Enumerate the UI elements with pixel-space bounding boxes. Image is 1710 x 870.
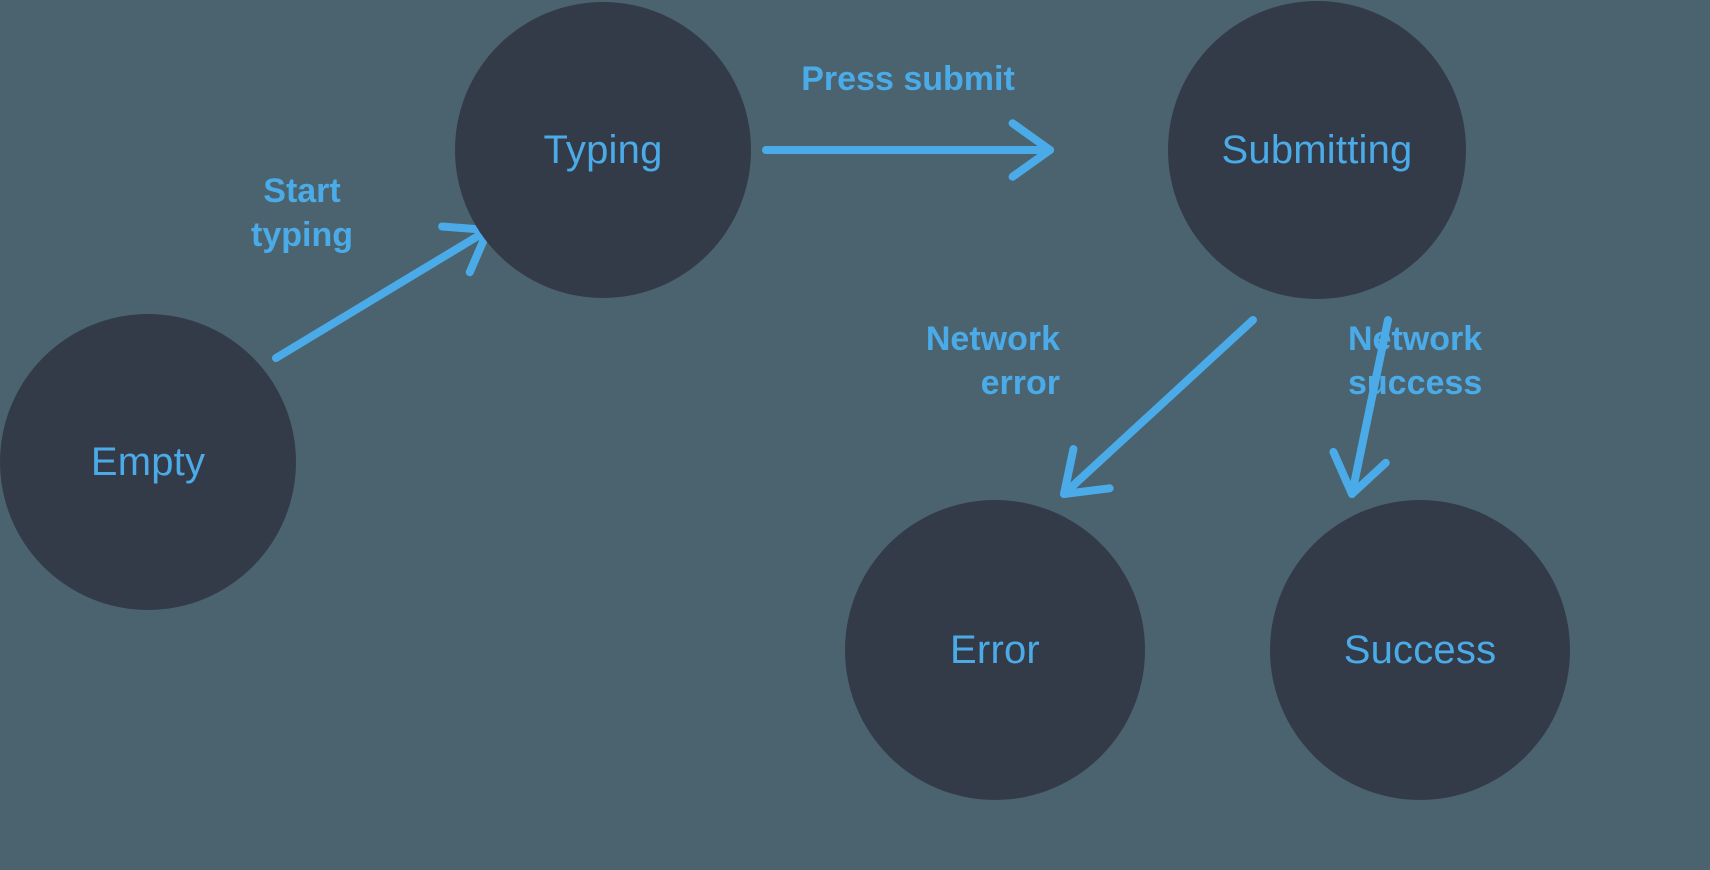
state-node-label: Error (950, 628, 1040, 672)
state-node-empty[interactable]: Empty (0, 314, 296, 610)
edge-arrow-press-submit (762, 119, 1054, 181)
state-node-typing[interactable]: Typing (455, 2, 751, 298)
edge-arrow-network-error (1060, 316, 1257, 498)
state-node-submitting[interactable]: Submitting (1168, 1, 1466, 299)
state-node-error[interactable]: Error (845, 500, 1145, 800)
edge-label-network-error: Network error (925, 320, 1060, 402)
state-node-label: Submitting (1221, 128, 1413, 172)
edge-label-start-typing: Start typing (251, 172, 353, 254)
state-node-label: Typing (543, 128, 663, 172)
edge-arrow-network-success (1329, 316, 1392, 498)
state-node-label: Success (1343, 628, 1497, 672)
state-node-label: Empty (90, 440, 206, 484)
edge-label-press-submit: Press submit (801, 60, 1015, 98)
edge-label-network-success: Network success (1348, 320, 1483, 402)
state-node-success[interactable]: Success (1270, 500, 1570, 800)
